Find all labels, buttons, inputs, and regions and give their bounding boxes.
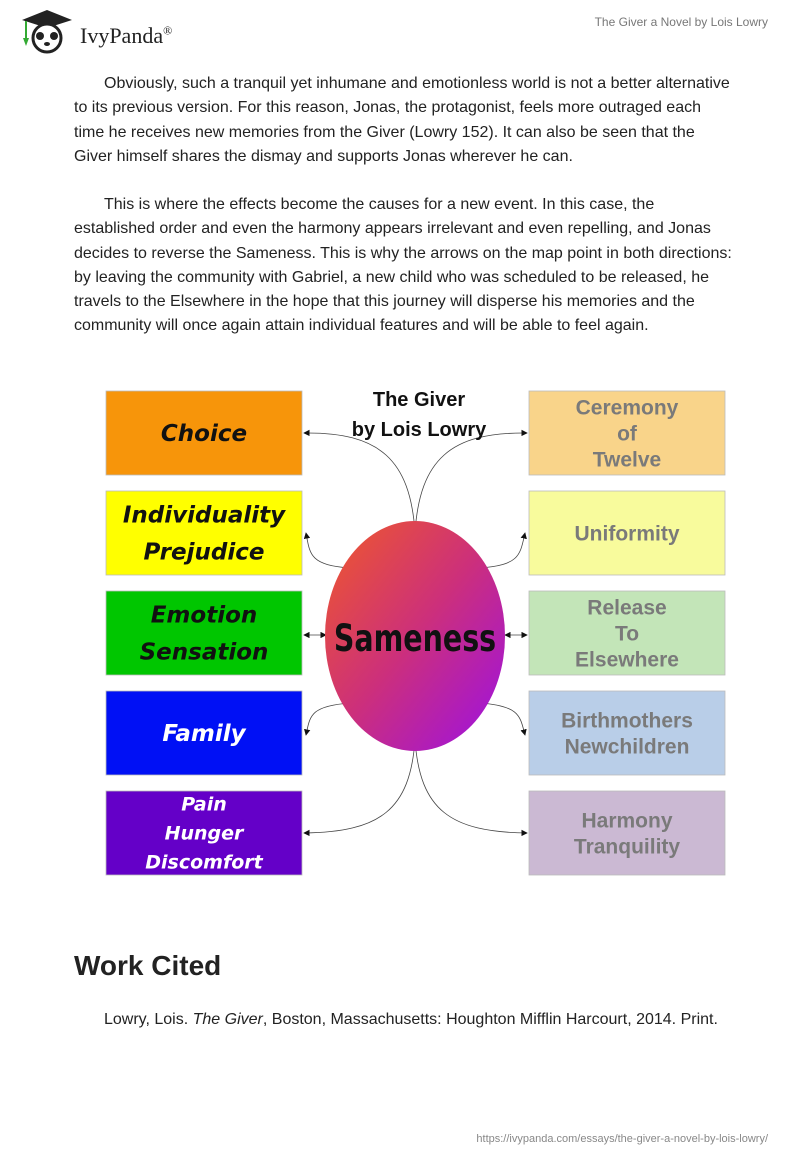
panda-graduate-icon [22,10,72,54]
box-label: Discomfort [145,852,263,874]
arrow-harmony [414,739,528,837]
box-background [528,790,726,876]
box-label: Tranquility [574,835,681,858]
box-label: Individuality [123,503,286,529]
arrow-ceremony [414,429,528,533]
diagram-title-line1: The Giver [373,389,465,411]
box-label: Hunger [165,823,245,845]
box-background [528,590,726,676]
box-background [105,790,303,876]
box-background [105,690,303,776]
sameness-circle [325,521,505,751]
arrow-family [304,700,351,736]
box-left-1: Choice [105,390,303,476]
box-label: Harmony [581,809,672,832]
paragraph-1: Obviously, such a tranquil yet inhumane … [74,75,730,165]
arrow-pain [303,739,418,837]
box-background [105,490,303,576]
box-background [528,490,726,576]
box-label: Choice [161,421,247,447]
brand-name: IvyPanda® [80,23,173,48]
box-label: Pain [181,794,227,816]
box-background [105,590,303,676]
box-left-4: Family [105,690,303,776]
concept-map-diagram: ChoiceIndividualityPrejudiceEmotionSensa… [105,389,726,876]
center-label: Sameness [334,617,496,660]
arrow-birthmothers [479,700,527,736]
source-url[interactable]: https://ivypanda.com/essays/the-giver-a-… [476,1133,768,1145]
ivypanda-logo[interactable]: IvyPanda® [20,8,172,54]
box-label: Uniformity [575,522,680,545]
box-background [105,390,303,476]
box-label: Emotion [151,603,258,629]
arrow-uniformity [479,532,527,571]
diagram-title-line2: by Lois Lowry [352,419,487,441]
box-label: Birthmothers [561,709,693,732]
box-label: Sensation [140,640,269,666]
arrow-individuality [303,532,351,571]
paragraph-2: This is where the effects become the cau… [74,196,732,335]
box-label: To [615,622,639,645]
document-title: The Giver a Novel by Lois Lowry [594,15,768,29]
box-label: Ceremony [576,396,679,419]
box-label: Twelve [593,448,661,471]
box-background [528,690,726,776]
works-cited-heading: Work Cited [74,950,222,981]
box-label: Prejudice [144,540,265,566]
box-right-2: Uniformity [528,490,726,576]
arrow-choice [303,429,418,533]
citation-entry: Lowry, Lois. The Giver, Boston, Massachu… [104,1011,718,1028]
box-background [528,390,726,476]
box-label: Family [162,721,246,747]
box-label: Newchildren [565,735,690,758]
box-label: Release [587,596,666,619]
box-label: Elsewhere [575,648,679,671]
box-label: of [617,422,638,445]
